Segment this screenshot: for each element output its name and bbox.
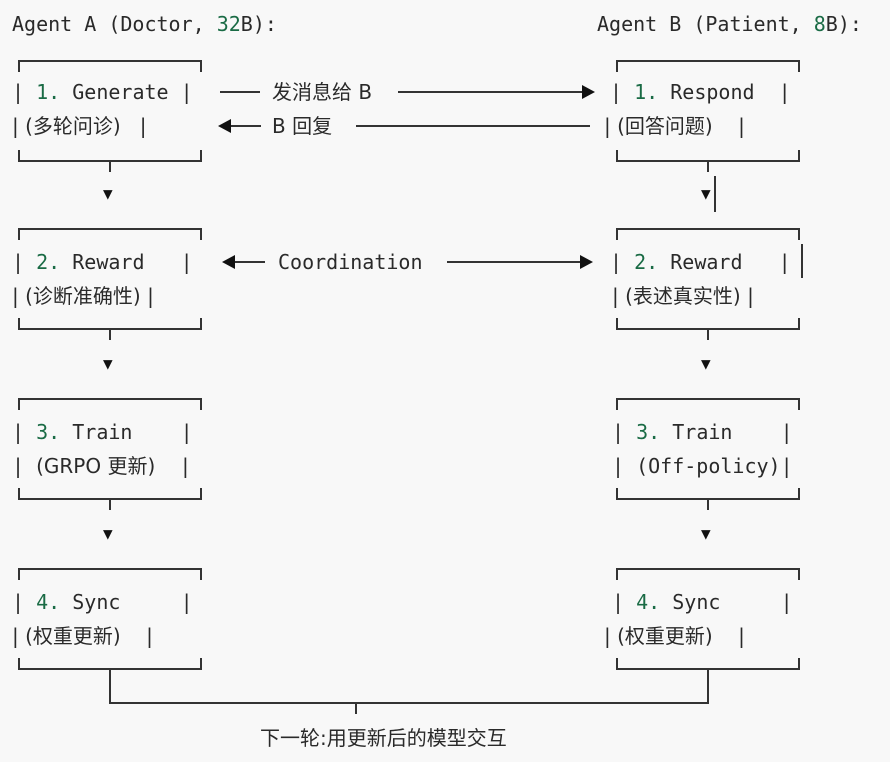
left-step-4-title: | 4. Sync |: [12, 590, 193, 614]
footer-label: 下一轮:用更新后的模型交互: [260, 726, 507, 750]
left-step-1-sub: | (多轮问诊) |: [12, 114, 147, 138]
loop-bottom-line: [109, 702, 709, 704]
reply-line-right: [356, 125, 590, 127]
send-line-right: [398, 91, 582, 93]
left-connector-2: [109, 328, 111, 340]
left-step-3-sub: | (GRPO 更新) |: [12, 454, 192, 478]
arrow-left-icon: [222, 255, 235, 269]
right-connector-2: [707, 328, 709, 340]
send-line-left: [220, 91, 260, 93]
right-step-1-title: | 1. Respond |: [610, 80, 791, 104]
arrow-right-icon: [580, 255, 593, 269]
down-arrow-icon: ▼: [701, 524, 711, 543]
right-reward-box: [616, 228, 800, 330]
loop-left-vertical: [109, 668, 111, 704]
down-arrow-icon: ▼: [103, 354, 113, 373]
left-connector-1: [109, 160, 111, 172]
left-connector-3: [109, 498, 111, 510]
right-step-3-title: | 3. Train |: [612, 420, 793, 444]
right-step-3-sub: | (Off-policy)|: [612, 454, 793, 478]
left-train-box: [18, 398, 202, 500]
right-step-2-title: | 2. Reward |: [610, 250, 791, 274]
right-respond-box: [616, 60, 800, 162]
reply-line-left: [231, 125, 261, 127]
down-arrow-icon: ▼: [701, 184, 711, 203]
loop-center-tick: [355, 702, 357, 714]
left-reward-box: [18, 228, 202, 330]
left-step-2-sub: | (诊断准确性) |: [12, 284, 154, 308]
agent-b-header: Agent B (Patient, 8B):: [597, 12, 862, 36]
left-step-1-title: | 1. Generate |: [12, 80, 193, 104]
right-stray-bar: [714, 176, 716, 212]
down-arrow-icon: ▼: [103, 524, 113, 543]
arrow-left-icon: [218, 119, 231, 133]
left-sync-box: [18, 568, 202, 670]
right-step-1-sub: | (回答问题) |: [604, 114, 745, 138]
send-label: 发消息给 B: [272, 80, 373, 104]
left-step-2-title: | 2. Reward |: [12, 250, 193, 274]
coordination-label: Coordination: [278, 250, 423, 274]
left-generate-box: [18, 60, 202, 162]
right-stray-bar-2: [801, 244, 803, 278]
right-connector-3: [707, 498, 709, 510]
down-arrow-icon: ▼: [103, 184, 113, 203]
left-step-3-title: | 3. Train |: [12, 420, 193, 444]
right-step-4-sub: | (权重更新) |: [604, 624, 745, 648]
right-step-2-sub: | (表述真实性) |: [612, 284, 754, 308]
coord-line-right: [447, 261, 580, 263]
coord-line-left: [235, 261, 265, 263]
right-train-box: [616, 398, 800, 500]
right-sync-box: [616, 568, 800, 670]
agent-a-header: Agent A (Doctor, 32B):: [12, 12, 277, 36]
down-arrow-icon: ▼: [701, 354, 711, 373]
left-step-4-sub: | (权重更新) |: [12, 624, 153, 648]
right-connector-1: [707, 160, 709, 172]
arrow-right-icon: [582, 85, 595, 99]
right-step-4-title: | 4. Sync |: [612, 590, 793, 614]
reply-label: B 回复: [272, 114, 333, 138]
loop-right-vertical: [707, 668, 709, 704]
